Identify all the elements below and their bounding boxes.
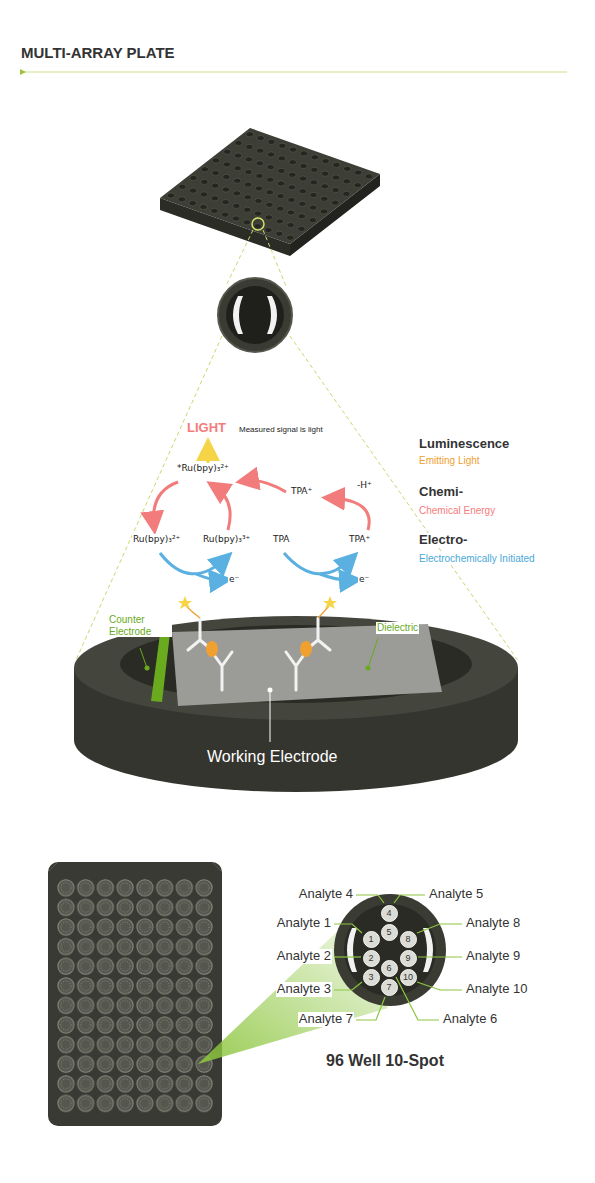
species-label: Ru(bpy)₃³⁺ <box>202 534 251 544</box>
spot-number: 4 <box>386 909 391 918</box>
part-label: Working Electrode <box>206 748 338 766</box>
part-label: Dielectric <box>376 622 419 634</box>
legend-heading: Chemi- <box>418 485 464 500</box>
electron-label: e⁻ <box>228 574 240 584</box>
analyte-label: Analyte 5 <box>428 887 484 902</box>
spot-circle: 3 <box>363 969 380 986</box>
analyte-label: Analyte 2 <box>276 949 332 964</box>
caption-label: 96 Well 10-Spot <box>325 1052 445 1070</box>
analyte-label: Analyte 10 <box>465 982 528 997</box>
analyte-label: Analyte 7 <box>298 1012 354 1027</box>
legend-text: Emitting Light <box>418 455 481 467</box>
spot-circle: 1 <box>363 931 380 948</box>
species-label: Ru(bpy)₃²⁺ <box>132 534 181 544</box>
legend-heading: Electro- <box>418 533 468 548</box>
spot-circle: 4 <box>381 905 398 922</box>
analyte-label: Analyte 6 <box>442 1012 498 1027</box>
emission-label: LIGHT <box>186 421 227 436</box>
species-label: *Ru(bpy)₃²⁺ <box>176 463 230 473</box>
spot-number: 5 <box>386 928 391 937</box>
spot-number: 10 <box>403 973 413 982</box>
spot-circle: 5 <box>381 924 398 941</box>
legend-text: Chemical Energy <box>418 505 496 517</box>
spot-number: 8 <box>405 935 410 944</box>
spot-circle: 7 <box>381 979 398 996</box>
legend-heading: Luminescence <box>418 437 510 452</box>
spot-number: 7 <box>386 983 391 992</box>
note: Measured signal is light <box>238 425 324 434</box>
legend-text: Electrochemically Initiated <box>418 553 536 565</box>
part-label: Counter Electrode <box>108 614 172 637</box>
species-label: TPA <box>272 534 291 544</box>
spot-number: 6 <box>386 964 391 973</box>
electron-label: e⁻ <box>358 574 370 584</box>
spot-number: 9 <box>405 954 410 963</box>
analyte-label: Analyte 9 <box>465 949 521 964</box>
species-label: TPA⁺ <box>290 486 313 496</box>
analyte-label: Analyte 4 <box>298 887 354 902</box>
spot-circle: 8 <box>400 931 417 948</box>
analyte-label: Analyte 3 <box>276 982 332 997</box>
species-label: -H⁺ <box>356 480 373 490</box>
analyte-label: Analyte 1 <box>276 916 332 931</box>
spot-number: 1 <box>368 935 373 944</box>
analyte-label: Analyte 8 <box>465 916 521 931</box>
title: MULTI-ARRAY PLATE <box>20 44 176 61</box>
spot-circle: 10 <box>400 969 417 986</box>
spot-circle: 9 <box>400 950 417 967</box>
species-label: TPA⁺ <box>348 534 371 544</box>
spot-number: 2 <box>368 954 373 963</box>
spot-circle: 6 <box>381 960 398 977</box>
spot-number: 3 <box>368 973 373 982</box>
spot-circle: 2 <box>363 950 380 967</box>
